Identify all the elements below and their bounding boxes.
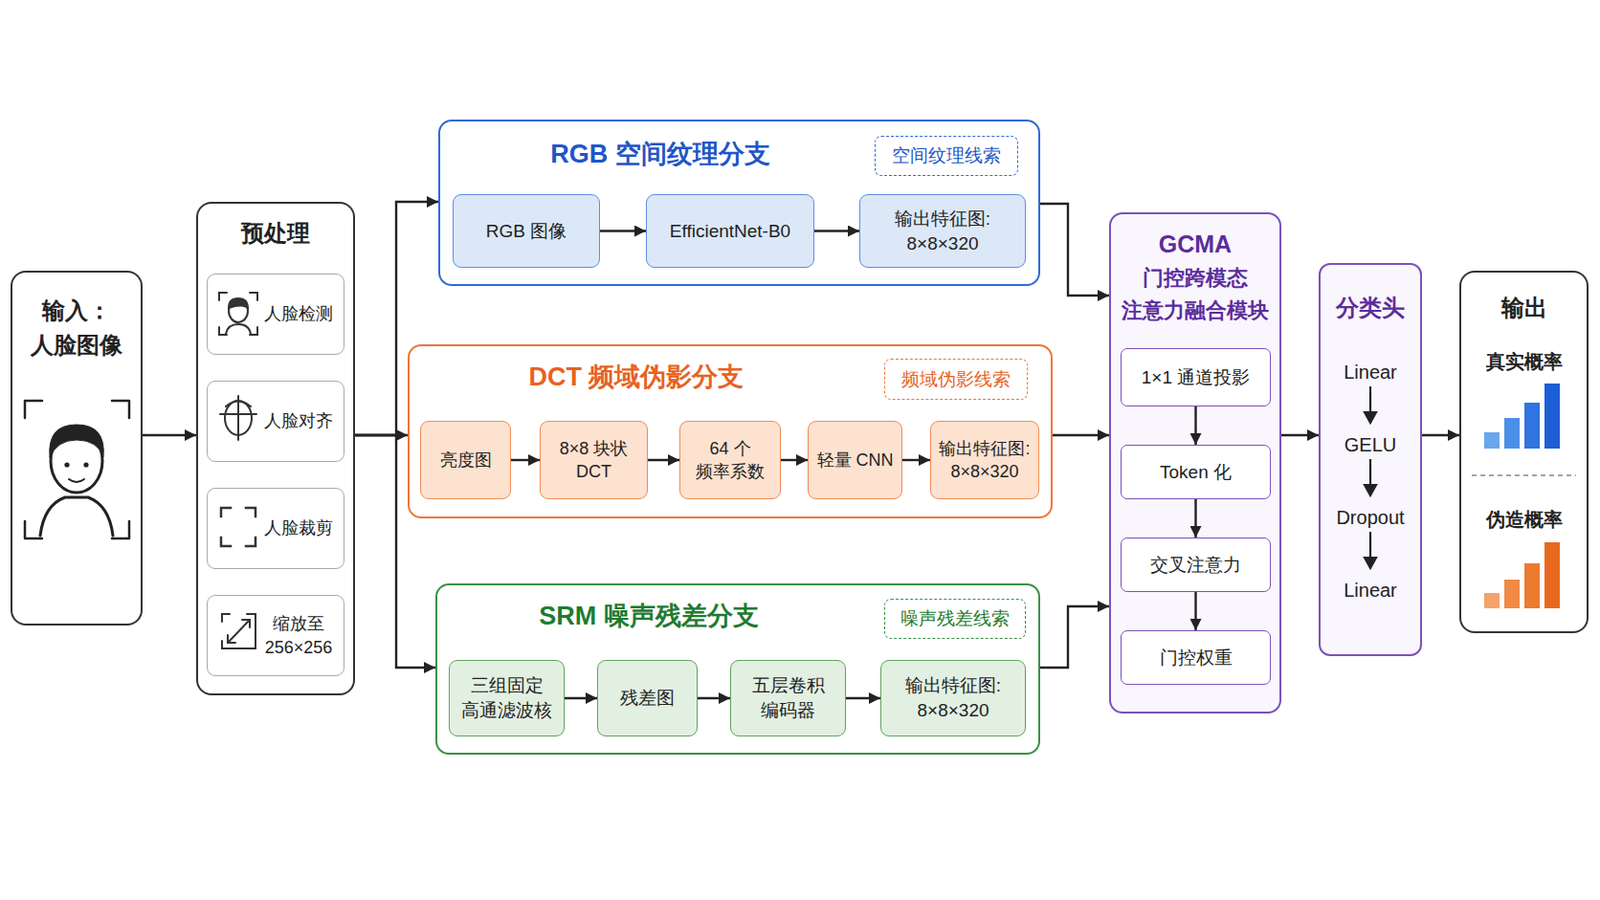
node-text: EfficientNet-B0	[669, 219, 791, 245]
step-box: 人脸对齐	[206, 380, 345, 463]
flow-arrow	[1422, 434, 1460, 437]
process-box: 五层卷积 编码器	[730, 660, 846, 737]
branch-box: SRM 噪声残差分支 噪声残差线索三组固定 高通滤波核 残差图 五层卷积 编码器输出特…	[435, 583, 1041, 756]
node-text: 输出	[1461, 291, 1587, 325]
node-text: 预处理	[198, 217, 354, 250]
node-text: 输出特征图: 8×8×320	[888, 673, 1018, 723]
flow-arrow	[142, 434, 197, 437]
stage-box: 输入： 人脸图像	[10, 270, 143, 626]
node-text: GCMA	[1111, 227, 1280, 261]
node-text: 残差图	[620, 686, 675, 712]
node-text: 分类头	[1320, 291, 1421, 325]
node-text: 输出特征图: 8×8×320	[867, 206, 1018, 256]
node-text: 1×1 通道投影	[1141, 365, 1251, 391]
branch-box: DCT 频域伪影分支 频域伪影线索亮度图 8×8 块状 DCT 64 个 频率系数 轻量…	[407, 344, 1053, 519]
layer-label: Linear	[1312, 577, 1428, 603]
node-text: 人脸对齐	[257, 409, 340, 433]
process-box: 输出特征图: 8×8×320	[880, 660, 1026, 737]
flow-arrow	[1052, 434, 1110, 437]
process-box: 门控权重	[1120, 630, 1271, 686]
branch-box: RGB 空间纹理分支 空间纹理线索 RGB 图像 EfficientNet-B0 输出特…	[438, 119, 1041, 287]
node-text: RGB 图像	[486, 219, 567, 245]
cue-tag: 噪声残差线索	[884, 599, 1026, 640]
node-text: 人脸裁剪	[257, 516, 340, 540]
layer-label: Dropout	[1312, 505, 1428, 531]
node-text: 输入： 人脸图像	[20, 293, 134, 363]
node-text: 输出特征图: 8×8×320	[934, 437, 1035, 485]
step-box: 人脸检测	[206, 273, 345, 356]
node-text: 五层卷积 编码器	[738, 673, 838, 723]
step-box: 缩放至 256×256	[206, 595, 345, 677]
layer-label: Linear	[1312, 359, 1428, 385]
layer-label: GELU	[1312, 432, 1428, 458]
flow-arrow	[1040, 203, 1110, 296]
process-box: 轻量 CNN	[807, 421, 903, 500]
node-text: 64 个 频率系数	[684, 437, 777, 485]
node-text: 门控权重	[1159, 645, 1233, 671]
node-text: 伪造概率	[1461, 505, 1587, 534]
flow-arrow	[1281, 434, 1319, 437]
node-text: 门控跨模态 注意力融合模块	[1111, 262, 1280, 328]
node-text: 空间纹理线索	[891, 143, 1001, 169]
node-text: 交叉注意力	[1150, 553, 1242, 578]
process-box: 亮度图	[420, 421, 512, 500]
flow-arrow	[355, 434, 408, 437]
node-text: 三组固定 高通滤波核	[457, 673, 556, 723]
process-box: 8×8 块状 DCT	[539, 421, 648, 500]
node-text: 噪声残差线索	[900, 606, 1010, 632]
node-text: 轻量 CNN	[817, 448, 894, 472]
process-box: 输出特征图: 8×8×320	[859, 194, 1026, 268]
stage-box: 预处理人脸检测人脸对齐人脸裁剪缩放至 256×256	[196, 201, 356, 696]
stage-box: 输出真实概率伪造概率	[1459, 270, 1589, 634]
node-text: RGB 空间纹理分支	[533, 136, 787, 172]
node-text: 缩放至 256×256	[257, 612, 340, 660]
step-box: 人脸裁剪	[206, 488, 345, 570]
node-text: 亮度图	[440, 448, 492, 472]
node-text: 8×8 块状 DCT	[544, 437, 644, 485]
process-box: Token 化	[1120, 444, 1271, 500]
process-box: 1×1 通道投影	[1120, 348, 1271, 407]
process-box: RGB 图像	[452, 194, 600, 268]
cue-tag: 频域伪影线索	[884, 358, 1028, 400]
node-text: DCT 频域伪影分支	[500, 359, 773, 395]
process-box: EfficientNet-B0	[645, 194, 815, 268]
node-text: 人脸检测	[257, 302, 340, 326]
node-text: Token 化	[1159, 460, 1232, 486]
process-box: 交叉注意力	[1120, 537, 1271, 593]
cue-tag: 空间纹理线索	[874, 135, 1019, 177]
process-box: 64 个 频率系数	[679, 421, 781, 500]
node-text: 频域伪影线索	[901, 367, 1011, 393]
process-box: 三组固定 高通滤波核	[448, 660, 565, 737]
module-box: GCMA门控跨模态 注意力融合模块 1×1 通道投影 Token 化交叉注意力门控权…	[1109, 212, 1282, 714]
node-text: 真实概率	[1461, 347, 1587, 377]
process-box: 残差图	[597, 660, 698, 737]
node-text: SRM 噪声残差分支	[510, 599, 788, 634]
flow-arrow	[1040, 606, 1110, 668]
process-box: 输出特征图: 8×8×320	[930, 421, 1040, 500]
